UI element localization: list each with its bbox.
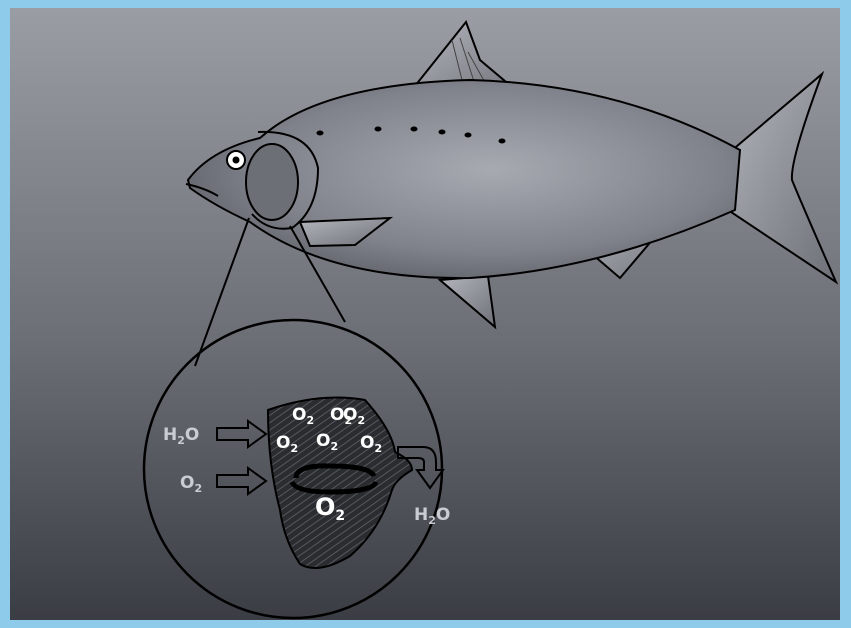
gill-opening [246,144,298,220]
